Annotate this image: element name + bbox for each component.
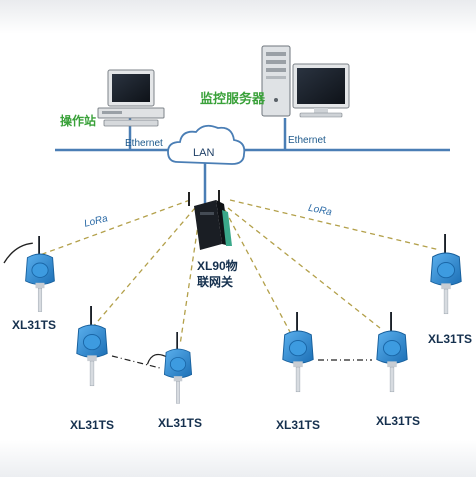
ethernet-left-label: Ethernet [125, 138, 163, 149]
gateway-label-line2: 联网关 [197, 275, 234, 289]
server-icon [261, 45, 350, 118]
monitor-server-label: 监控服务器 [200, 91, 266, 106]
sensor-label: XL31TS [158, 416, 203, 430]
sensor-label: XL31TS [276, 418, 321, 432]
sensor-label: XL31TS [70, 418, 115, 432]
cloud-icon [167, 124, 246, 165]
gateway-label-line1: XL90物 [197, 259, 238, 273]
lora-links [39, 199, 441, 346]
lan-label: LAN [193, 147, 215, 159]
sensor-label: XL31TS [428, 332, 473, 346]
sensor-label: XL31TS [12, 318, 57, 332]
sensor-icon [3, 233, 462, 404]
computer-icon [97, 69, 165, 127]
workstation-label: 操作站 [60, 114, 97, 128]
ethernet-right-label: Ethernet [288, 135, 326, 146]
sensor-pair-links [111, 355, 372, 369]
sensor-label: XL31TS [376, 414, 421, 428]
gateway-icon [188, 190, 232, 250]
